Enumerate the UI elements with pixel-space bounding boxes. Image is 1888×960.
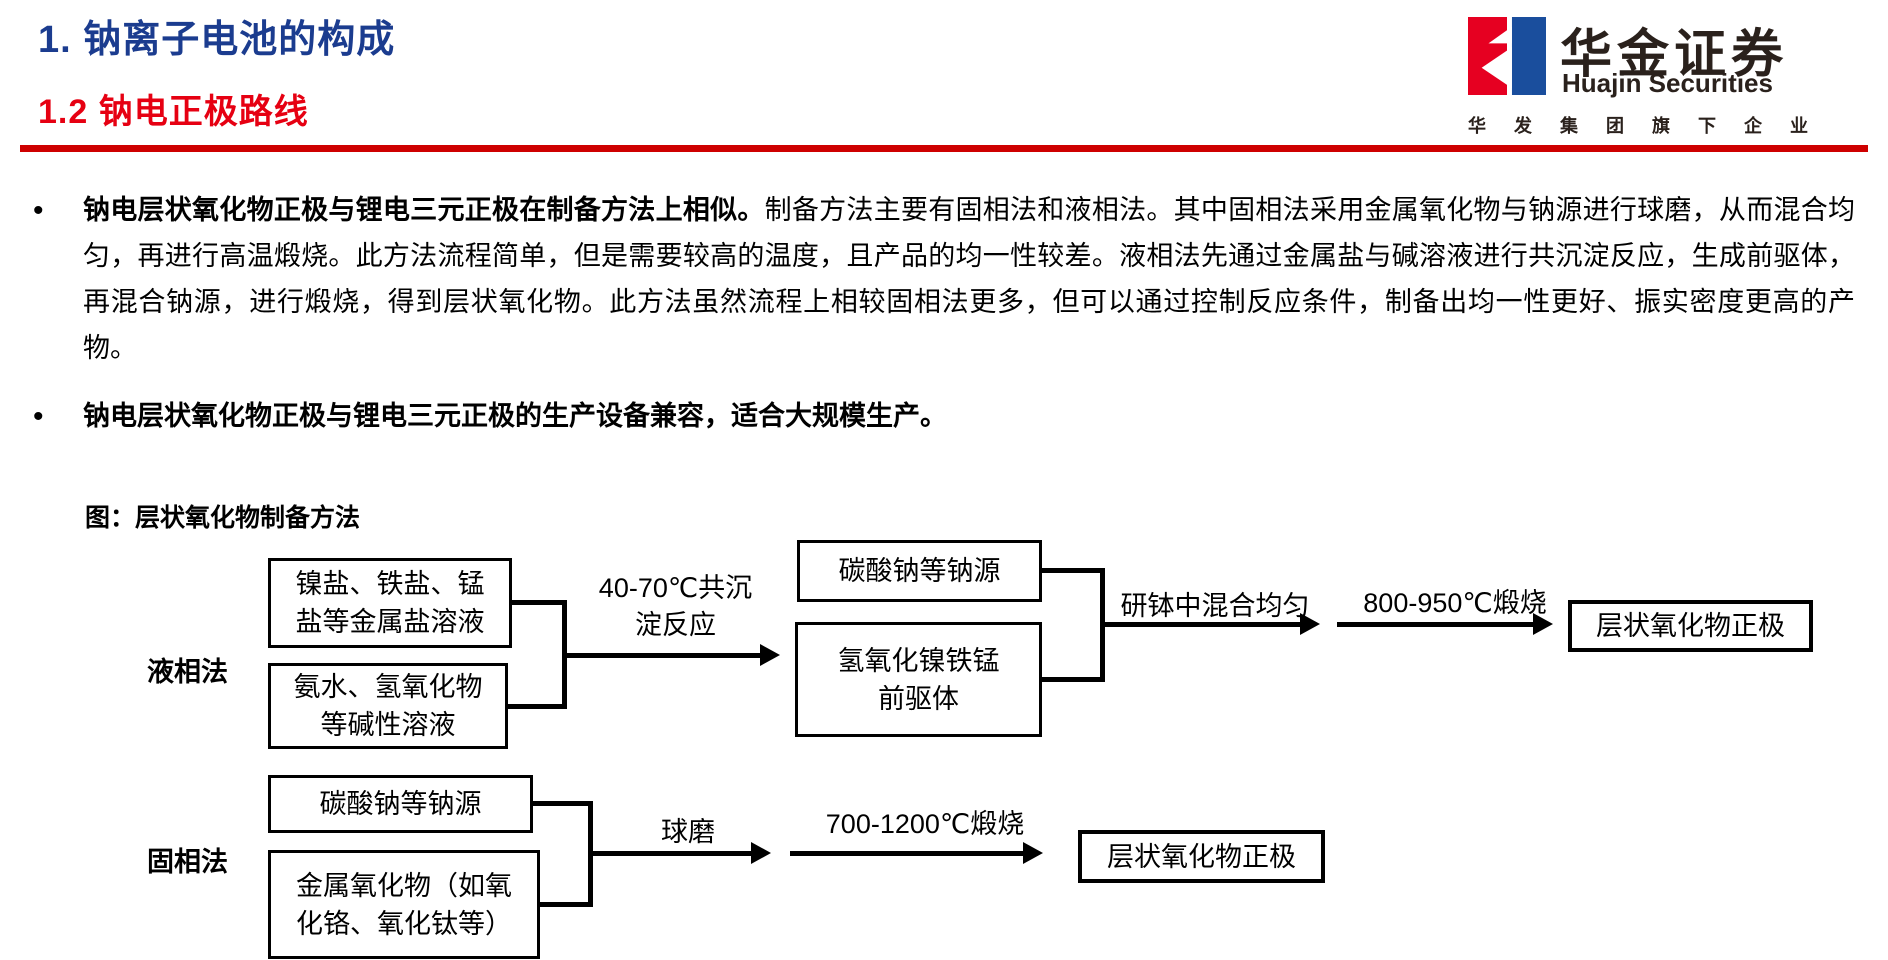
box-layered-oxide-cathode-solid: 层状氧化物正极 xyxy=(1078,830,1325,883)
box-precursor: 氢氧化镍铁锰 前驱体 xyxy=(795,622,1042,737)
arrow-shaft xyxy=(1337,622,1535,627)
box-line: 化铬、氧化钛等） xyxy=(296,908,512,939)
bullet-paragraph-1: 钠电层状氧化物正极与锂电三元正极在制备方法上相似。制备方法主要有固相法和液相法。… xyxy=(83,187,1855,371)
step-label-line: 40-70℃共沉 xyxy=(598,573,753,603)
step-label-mix: 研钵中混合均匀 xyxy=(1120,591,1310,621)
bullet-marker: • xyxy=(33,400,44,433)
bullet-1-bold-lead: 钠电层状氧化物正极与锂电三元正极在制备方法上相似。 xyxy=(83,195,765,225)
arrow-head xyxy=(1533,613,1553,635)
arrow-shaft xyxy=(790,851,1023,856)
box-line: 镍盐、铁盐、锰 xyxy=(295,569,485,599)
section-subtitle: 1.2 钠电正极路线 xyxy=(38,93,309,131)
logo-name-en: Huajin Securities xyxy=(1562,68,1773,98)
box-line: 层状氧化物正极 xyxy=(1107,841,1296,872)
step-label-calcine-liquid: 800-950℃煅烧 xyxy=(1363,588,1547,618)
box-layered-oxide-cathode-liquid: 层状氧化物正极 xyxy=(1568,600,1813,652)
box-metal-oxides: 金属氧化物（如氧 化铬、氧化钛等） xyxy=(268,850,540,959)
box-line: 氨水、氢氧化物 xyxy=(293,672,483,702)
huajin-logo-icon xyxy=(1468,17,1546,95)
step-label-ballmill: 球磨 xyxy=(661,817,715,847)
box-line: 层状氧化物正极 xyxy=(1596,611,1785,641)
arrow-shaft xyxy=(1100,622,1300,627)
row-label-liquid-phase: 液相法 xyxy=(147,657,228,687)
arrow-head xyxy=(751,842,771,864)
step-label-line: 淀反应 xyxy=(635,610,716,640)
box-metal-salt-solution: 镍盐、铁盐、锰 盐等金属盐溶液 xyxy=(268,558,512,648)
box-sodium-source-liquid: 碳酸钠等钠源 xyxy=(797,540,1042,602)
red-divider xyxy=(20,145,1868,152)
box-line: 盐等金属盐溶液 xyxy=(295,607,485,637)
row-label-solid-phase: 固相法 xyxy=(147,847,228,877)
arrow-shaft xyxy=(588,851,751,856)
box-alkaline-solution: 氨水、氢氧化物 等碱性溶液 xyxy=(268,663,508,749)
connector-line xyxy=(1039,677,1105,682)
arrow-head xyxy=(1300,613,1320,635)
box-line: 氢氧化镍铁锰 xyxy=(837,645,1000,676)
arrow-shaft xyxy=(562,653,762,658)
box-line: 金属氧化物（如氧 xyxy=(296,870,512,901)
box-line: 前驱体 xyxy=(878,683,959,714)
arrow-head xyxy=(760,644,780,666)
figure-caption: 图：层状氧化物制备方法 xyxy=(85,504,361,532)
connector-line xyxy=(1039,568,1105,573)
page-title: 1. 钠离子电池的构成 xyxy=(38,19,396,61)
step-label-coprecipitation: 40-70℃共沉 淀反应 xyxy=(578,570,773,644)
bullet-marker: • xyxy=(33,194,44,227)
box-line: 等碱性溶液 xyxy=(320,710,456,740)
box-line: 碳酸钠等钠源 xyxy=(838,556,1001,586)
logo-tagline: 华发集团旗下企业 xyxy=(1468,116,1836,136)
box-sodium-source-solid: 碳酸钠等钠源 xyxy=(268,775,533,833)
logo-name-cn: 华金证券 xyxy=(1560,26,1789,84)
bullet-paragraph-2: 钠电层状氧化物正极与锂电三元正极的生产设备兼容，适合大规模生产。 xyxy=(83,401,947,431)
step-label-calcine-solid: 700-1200℃煅烧 xyxy=(825,809,1025,839)
bullet-1-body: 制备方法主要有固相法和液相法。其中固相法采用金属氧化物与钠源进行球磨，从而混合均… xyxy=(83,195,1855,363)
connector-line xyxy=(509,600,565,605)
connector-line xyxy=(537,902,593,907)
arrow-head xyxy=(1023,842,1043,864)
box-line: 碳酸钠等钠源 xyxy=(319,789,482,819)
connector-line xyxy=(505,704,565,709)
connector-line xyxy=(530,801,593,806)
